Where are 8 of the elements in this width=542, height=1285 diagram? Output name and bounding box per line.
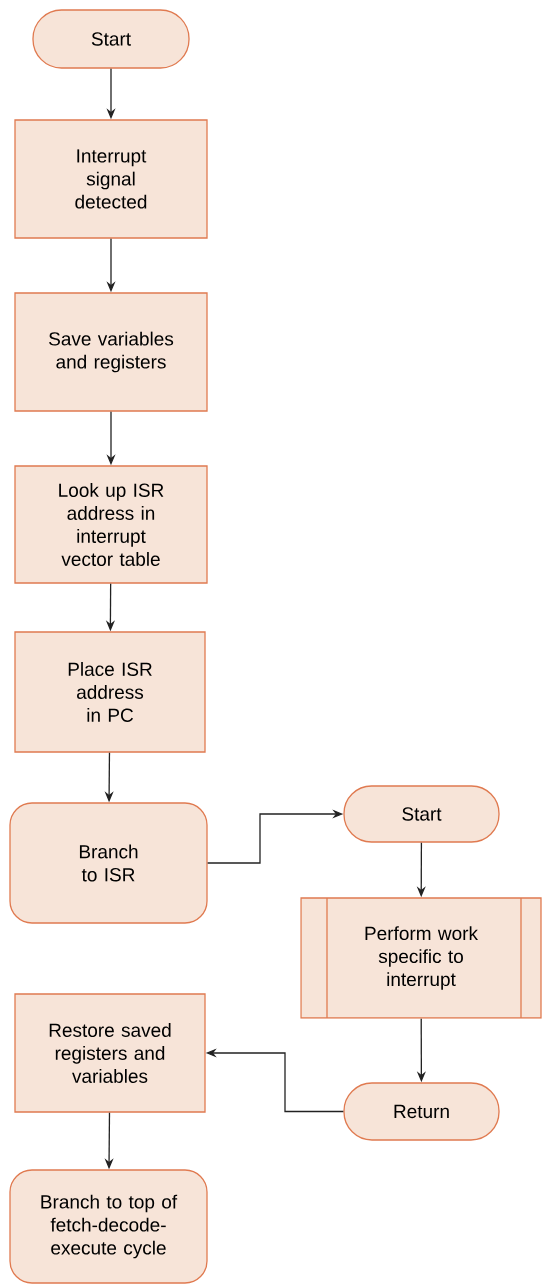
rounded-box: Branch to top of fetch-decode-execute cycle bbox=[9, 1169, 208, 1284]
process-box: Restore saved registers and variables bbox=[14, 993, 206, 1113]
process-box: Place ISR address in PC bbox=[14, 631, 206, 753]
rounded-box: Branch to ISR bbox=[9, 802, 208, 924]
process-box: Save variables and registers bbox=[14, 292, 208, 412]
process-box: Interrupt signal detected bbox=[14, 119, 208, 239]
subroutine-box: Perform work specific to interrupt bbox=[300, 897, 542, 1019]
process-box: Look up ISR address in interrupt vector table bbox=[14, 465, 208, 584]
